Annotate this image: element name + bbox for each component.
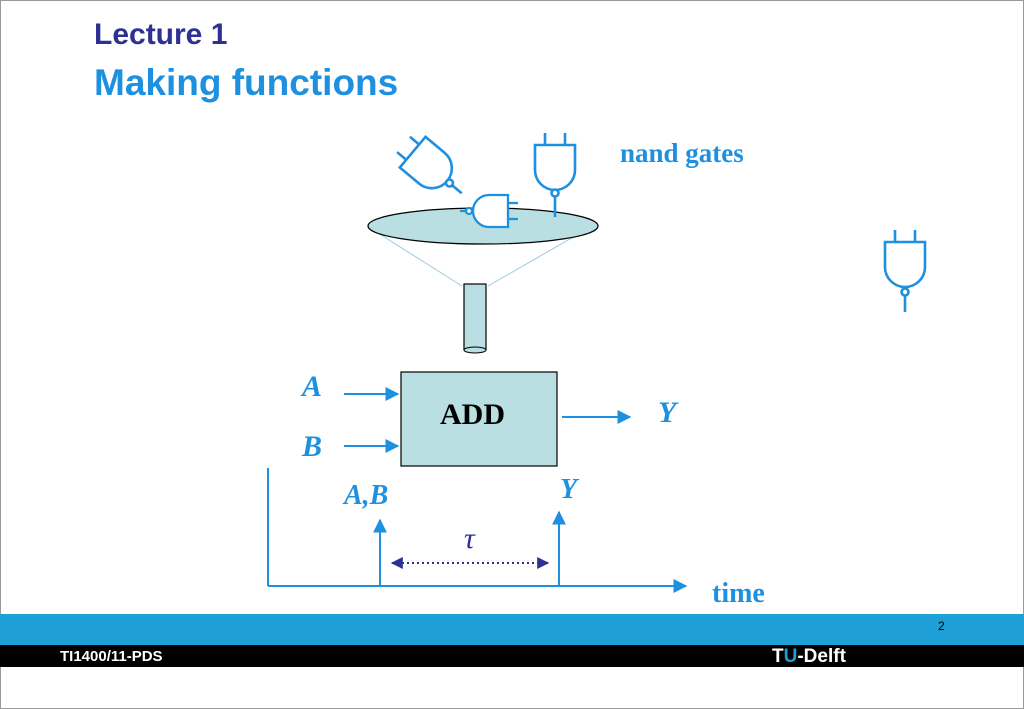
slide-heading: Making functions xyxy=(94,62,399,103)
footer-black-bar xyxy=(0,645,1024,667)
time-axis-label: time xyxy=(712,578,765,609)
nand-gate-icon xyxy=(396,134,463,195)
add-block xyxy=(400,371,558,467)
funnel-spout xyxy=(463,283,487,351)
nand-gate-icon xyxy=(533,133,577,217)
logo-t: T xyxy=(772,646,784,667)
page-number: 2 xyxy=(938,619,945,633)
logo-delft: -Delft xyxy=(797,646,846,667)
add-block-label: ADD xyxy=(440,398,505,431)
funnel xyxy=(367,207,599,354)
tu-delft-logo: TU-Delft xyxy=(772,646,846,668)
nand-gates-label: nand gates xyxy=(620,138,744,168)
delay-label: τ xyxy=(464,522,475,555)
output-y-label: Y xyxy=(658,396,677,429)
timing-diagram xyxy=(267,468,688,593)
footer-blue-bar xyxy=(0,614,1024,645)
timing-inputs-label: A,B xyxy=(344,480,389,511)
nand-gate-icon xyxy=(460,193,518,229)
input-a-label: A xyxy=(302,370,323,403)
nand-gate-icon xyxy=(883,230,927,312)
lecture-title: Lecture 1 xyxy=(94,18,228,51)
input-b-label: B xyxy=(302,430,323,463)
course-code: TI1400/11-PDS xyxy=(60,648,163,665)
logo-u: U xyxy=(783,646,798,667)
timing-output-label: Y xyxy=(560,474,578,505)
